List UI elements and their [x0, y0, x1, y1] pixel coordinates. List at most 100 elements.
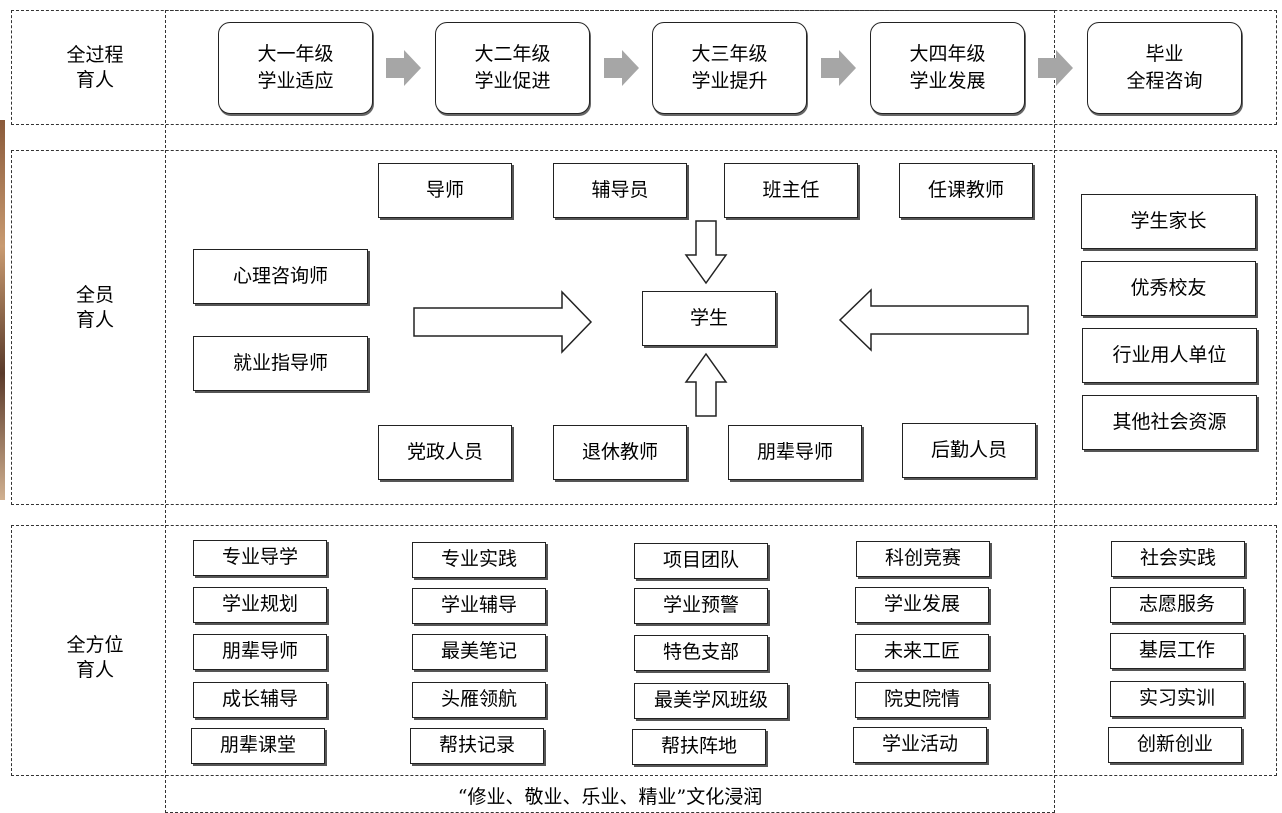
- scope-item: 科创竞赛: [856, 541, 990, 577]
- box-label: 就业指导师: [232, 351, 328, 374]
- arrow-up-outline-icon: [684, 352, 728, 417]
- box-label: 未来工匠: [883, 640, 960, 663]
- box-label: 帮扶记录: [438, 734, 515, 757]
- external-social-resources: 其他社会资源: [1082, 395, 1257, 450]
- box-label: 最美学风班级: [653, 689, 768, 712]
- scope-item: 学业规划: [193, 587, 327, 623]
- scope-item: 帮扶阵地: [632, 729, 766, 765]
- box-label: 项目团队: [662, 549, 739, 572]
- scope-row-frame: [11, 525, 1277, 776]
- row-label-line: 育人: [75, 658, 114, 681]
- row-label-line: 全员: [75, 283, 114, 306]
- external-alumni: 优秀校友: [1081, 261, 1256, 316]
- staff-retired-teacher: 退休教师: [553, 425, 687, 480]
- student-center: 学生: [642, 291, 776, 346]
- box-label: 朋辈导师: [756, 440, 833, 463]
- row-label-line: 全过程: [66, 43, 124, 66]
- scope-item: 成长辅导: [193, 682, 327, 718]
- stage-year-2: 大二年级 学业促进: [435, 22, 590, 114]
- staff-row-frame: [11, 150, 1277, 505]
- box-label: 院史院情: [883, 688, 960, 711]
- scope-item: 朋辈课堂: [191, 728, 325, 764]
- box-label: 退休教师: [581, 440, 658, 463]
- row-label-line: 育人: [75, 68, 114, 91]
- box-label: 学业规划: [221, 593, 298, 616]
- scope-item: 实习实训: [1110, 681, 1244, 717]
- stage-arrow-2: [604, 50, 639, 86]
- box-label: 任课教师: [927, 178, 1004, 201]
- stage-line: 学业适应: [257, 70, 334, 92]
- arrow-down-outline-icon: [684, 220, 728, 285]
- stage-graduation: 毕业 全程咨询: [1087, 22, 1242, 114]
- stage-line: 学业促进: [474, 70, 551, 92]
- stage-line: 学业发展: [909, 70, 986, 92]
- scope-item: 院史院情: [855, 682, 989, 718]
- stage-line: 全程咨询: [1126, 70, 1203, 92]
- scope-item: 帮扶记录: [410, 728, 544, 764]
- scope-item: 社会实践: [1111, 541, 1245, 577]
- stage-line: 毕业: [1145, 43, 1184, 66]
- arrow-right-outline-icon: [413, 290, 593, 354]
- culture-caption: “修业、敬业、乐业、精业”文化浸润: [457, 785, 763, 808]
- scope-item: 志愿服务: [1110, 587, 1244, 623]
- box-label: 科创竞赛: [884, 547, 961, 570]
- scope-item: 项目团队: [634, 543, 768, 579]
- box-label: 其他社会资源: [1112, 410, 1227, 433]
- staff-career-advisor: 就业指导师: [193, 336, 368, 391]
- box-label: 党政人员: [406, 440, 483, 463]
- stage-year-3: 大三年级 学业提升: [652, 22, 807, 114]
- box-label: 学业预警: [662, 594, 739, 617]
- box-label: 心理咨询师: [232, 264, 328, 287]
- stage-year-4: 大四年级 学业发展: [870, 22, 1025, 114]
- scope-item: 专业导学: [193, 540, 327, 576]
- staff-logistics: 后勤人员: [902, 423, 1036, 478]
- external-parents: 学生家长: [1081, 194, 1256, 249]
- box-label: 实习实训: [1138, 687, 1215, 710]
- row-label-process: 全过程 育人: [40, 40, 150, 95]
- stage-line: 大一年级: [257, 43, 334, 66]
- stage-line: 大二年级: [474, 43, 551, 66]
- external-employers: 行业用人单位: [1082, 328, 1257, 383]
- scope-item: 学业辅导: [412, 588, 546, 624]
- box-label: 班主任: [762, 178, 820, 201]
- box-label: 学业辅导: [440, 594, 517, 617]
- stage-line: 学业提升: [691, 70, 768, 92]
- box-label: 成长辅导: [221, 688, 298, 711]
- box-label: 志愿服务: [1138, 593, 1215, 616]
- row-label-staff: 全员 育人: [40, 280, 150, 335]
- staff-class-teacher: 班主任: [724, 163, 858, 218]
- box-label: 基层工作: [1138, 639, 1215, 662]
- scope-item: 头雁领航: [412, 682, 546, 718]
- box-label: 学业发展: [883, 593, 960, 616]
- box-label: 学业活动: [881, 733, 958, 756]
- staff-peer-mentor: 朋辈导师: [728, 425, 862, 480]
- stage-line: 大三年级: [691, 43, 768, 66]
- scope-item: 最美学风班级: [634, 683, 788, 719]
- scope-item: 学业发展: [855, 587, 989, 623]
- staff-counselor: 辅导员: [553, 163, 687, 218]
- scope-item: 学业活动: [853, 727, 987, 763]
- scope-item: 未来工匠: [855, 634, 989, 670]
- box-label: 学生: [689, 306, 728, 329]
- box-label: 帮扶阵地: [660, 735, 737, 758]
- scope-item: 专业实践: [412, 542, 546, 578]
- row-label-line: 育人: [75, 308, 114, 331]
- box-label: 优秀校友: [1130, 276, 1207, 299]
- stage-arrow-3: [821, 50, 856, 86]
- row-label-line: 全方位: [66, 633, 124, 656]
- box-label: 特色支部: [662, 641, 739, 664]
- staff-party-admin: 党政人员: [378, 425, 512, 480]
- staff-course-teacher: 任课教师: [899, 163, 1033, 218]
- box-label: 辅导员: [591, 178, 649, 201]
- box-label: 学生家长: [1130, 209, 1207, 232]
- scope-item: 创新创业: [1108, 727, 1242, 763]
- row-label-scope: 全方位 育人: [40, 630, 150, 685]
- box-label: 最美笔记: [440, 640, 517, 663]
- scope-item: 最美笔记: [412, 634, 546, 670]
- box-label: 头雁领航: [440, 688, 517, 711]
- box-label: 社会实践: [1139, 547, 1216, 570]
- box-label: 导师: [425, 178, 464, 201]
- arrow-left-outline-icon: [838, 288, 1029, 352]
- stage-arrow-4: [1038, 50, 1073, 86]
- stage-line: 大四年级: [909, 43, 986, 66]
